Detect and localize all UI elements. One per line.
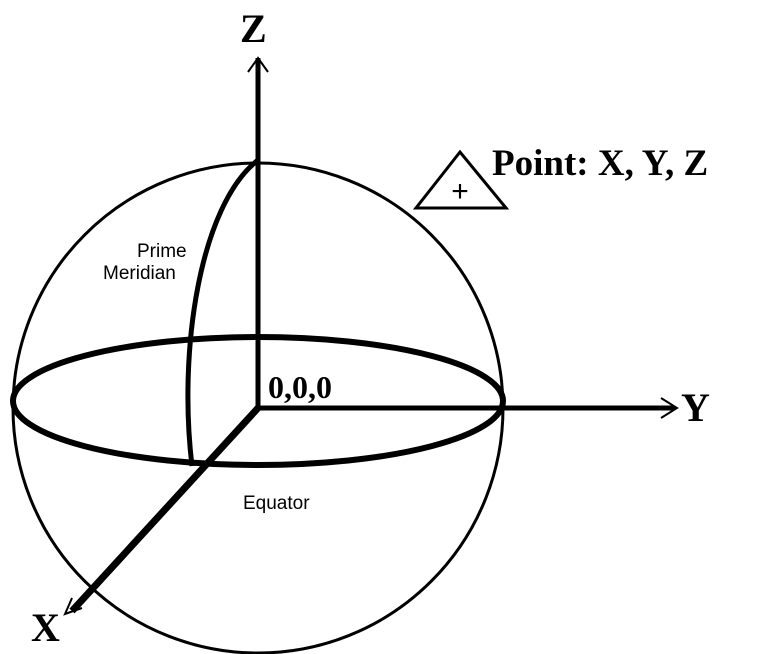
prime-meridian-arc (185, 158, 260, 467)
z-axis-label: Z (240, 6, 267, 51)
origin-label: 0,0,0 (268, 369, 332, 405)
y-axis-arrowhead (660, 397, 679, 419)
point-marker-triangle (412, 149, 510, 210)
point-marker-plus: + (451, 175, 469, 208)
z-axis-arrowhead (247, 56, 269, 73)
prime-meridian-label-line1: Prime (137, 241, 187, 262)
prime-meridian-label-line2: Meridian (103, 263, 176, 284)
x-axis-arrowhead (63, 597, 83, 616)
equator-label: Equator (243, 493, 310, 514)
triangle-with-plus-icon: + (412, 149, 510, 210)
point-label: Point: X, Y, Z (492, 143, 708, 184)
x-axis-line (69, 405, 261, 614)
x-axis-label: X (31, 605, 60, 650)
y-axis-label: Y (681, 385, 710, 430)
